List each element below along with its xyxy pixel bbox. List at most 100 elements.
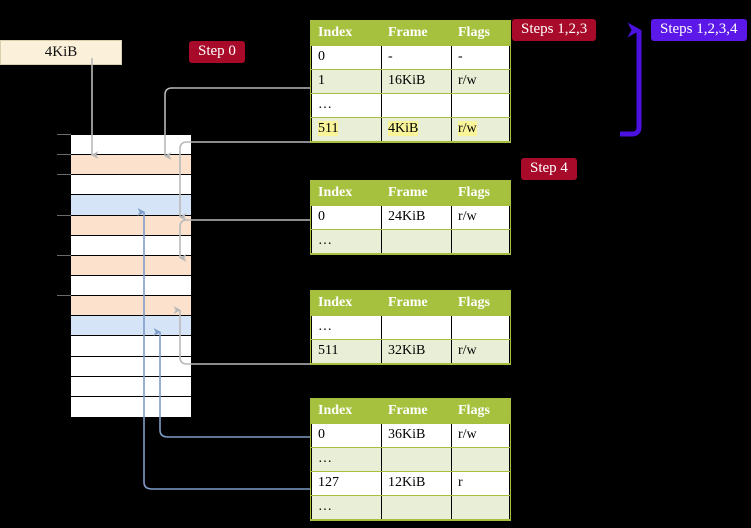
cell-frame xyxy=(381,229,452,254)
cell-frame xyxy=(381,315,452,340)
memory-frame-row xyxy=(71,316,191,337)
cell-text: 4KiB xyxy=(388,121,419,136)
column-header-flags: Flags xyxy=(451,21,510,46)
cell-frame: - xyxy=(381,45,452,70)
ellipsis: … xyxy=(318,451,333,466)
cell-flags xyxy=(451,315,510,340)
wire-t1row1-to-memory xyxy=(164,87,310,160)
memory-frame-row xyxy=(71,215,191,236)
cell-text: - xyxy=(388,49,393,64)
steps1234-label: Steps 1,2,3,4 xyxy=(660,21,738,37)
cell-flags xyxy=(451,447,510,472)
cell-flags xyxy=(451,93,510,118)
table-row[interactable]: … xyxy=(311,495,510,520)
memory-frame-row xyxy=(71,396,191,417)
frame-size-box: 4KiB xyxy=(0,40,122,65)
cell-index: 127 xyxy=(311,471,382,496)
cell-flags: r/w xyxy=(451,205,510,230)
cell-text: 12KiB xyxy=(388,475,426,490)
memory-frame-row xyxy=(71,356,191,377)
cell-index: … xyxy=(311,229,382,254)
cell-index: 511 xyxy=(311,117,382,142)
cell-flags: r/w xyxy=(451,117,510,142)
ellipsis: … xyxy=(318,319,333,334)
ellipsis: … xyxy=(318,97,333,112)
arrow-steps1234-bracket xyxy=(620,22,642,137)
step4-label: Step 4 xyxy=(530,160,568,176)
cell-frame: 36KiB xyxy=(381,423,452,448)
cell-text: 511 xyxy=(318,121,339,136)
step4-badge: Step 4 xyxy=(521,158,577,180)
column-header-frame: Frame xyxy=(381,291,452,316)
column-header-index: Index xyxy=(311,21,382,46)
cell-frame: 24KiB xyxy=(381,205,452,230)
column-header-flags: Flags xyxy=(451,291,510,316)
cell-frame xyxy=(381,495,452,520)
cell-frame xyxy=(381,447,452,472)
column-header-index: Index xyxy=(311,181,382,206)
column-header-flags: Flags xyxy=(451,181,510,206)
column-header-index: Index xyxy=(311,291,382,316)
cell-frame: 32KiB xyxy=(381,339,452,364)
cell-frame xyxy=(381,93,452,118)
cell-index: 0 xyxy=(311,423,382,448)
memory-frame-row xyxy=(71,235,191,256)
cell-frame: 4KiB xyxy=(381,117,452,142)
ellipsis: … xyxy=(318,233,333,248)
memory-frame-row xyxy=(71,255,191,276)
table-row[interactable]: … xyxy=(311,315,510,340)
cell-index: 511 xyxy=(311,339,382,364)
cell-frame: 12KiB xyxy=(381,471,452,496)
cell-index: 1 xyxy=(311,69,382,94)
table-row[interactable]: 127 12KiB r xyxy=(311,471,510,496)
cell-text: r xyxy=(458,475,463,490)
cell-index: … xyxy=(311,315,382,340)
cell-flags: r/w xyxy=(451,423,510,448)
table-row[interactable]: … xyxy=(311,447,510,472)
column-header-frame: Frame xyxy=(381,399,452,424)
cell-text: 127 xyxy=(318,475,339,490)
memory-frame-row xyxy=(71,376,191,397)
frame-size-label: 4KiB xyxy=(44,44,78,60)
memory-row-tick xyxy=(57,134,71,135)
memory-row-tick xyxy=(57,154,71,156)
cell-text: 24KiB xyxy=(388,209,426,224)
cell-flags: r/w xyxy=(451,339,510,364)
memory-row-tick xyxy=(57,295,71,297)
cell-text: r/w xyxy=(458,73,477,88)
wire-t4row0-to-memory xyxy=(153,328,310,438)
table-row[interactable]: 0-- xyxy=(311,45,510,70)
memory-row-tick xyxy=(57,174,71,176)
column-header-frame: Frame xyxy=(381,21,452,46)
cell-index: … xyxy=(311,447,382,472)
cell-text: r/w xyxy=(458,121,477,136)
cell-flags: r/w xyxy=(451,69,510,94)
memory-frame-row xyxy=(71,135,191,156)
cell-text: 0 xyxy=(318,427,325,442)
cell-text: 16KiB xyxy=(388,73,426,88)
table-row[interactable]: 1 16KiB r/w xyxy=(311,69,510,94)
table-row[interactable]: … xyxy=(311,93,510,118)
memory-row-tick xyxy=(57,254,71,256)
table-row[interactable]: … xyxy=(311,229,510,254)
cell-text: 0 xyxy=(318,49,325,64)
step0-badge: Step 0 xyxy=(189,41,245,63)
column-header-frame: Frame xyxy=(381,181,452,206)
ellipsis: … xyxy=(318,499,333,514)
table-row[interactable]: 511 4KiB r/w xyxy=(311,117,510,142)
cell-index: … xyxy=(311,93,382,118)
cell-frame: 16KiB xyxy=(381,69,452,94)
memory-frame-row xyxy=(71,336,191,357)
